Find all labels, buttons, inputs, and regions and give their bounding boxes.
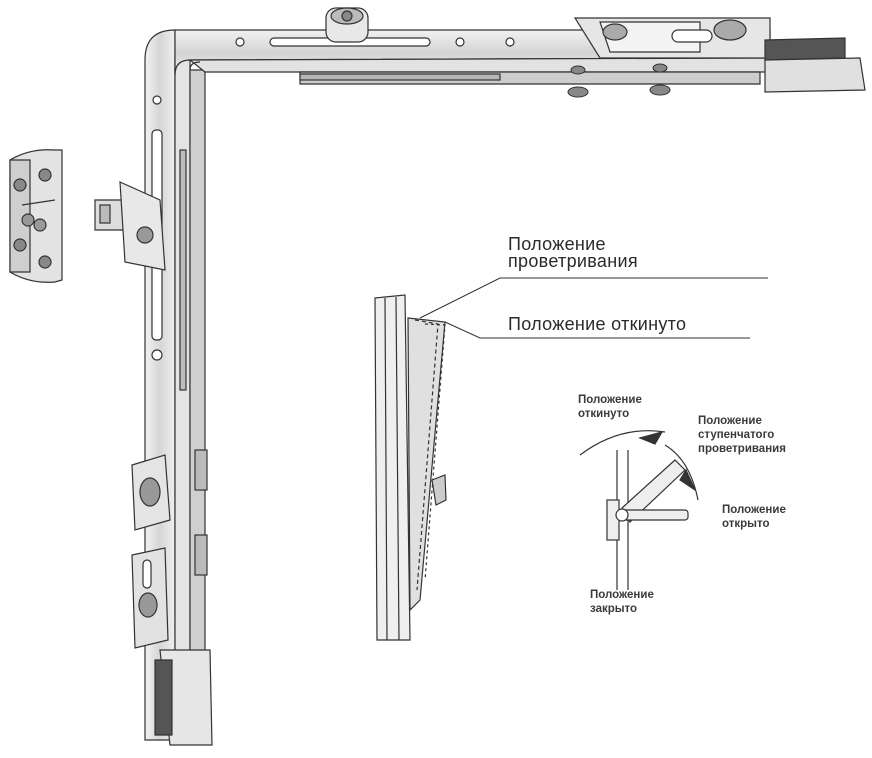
tilt-position-label: Положение откинуто (508, 314, 687, 334)
small-open-label: Положение открыто (722, 503, 786, 531)
leader-lines (419, 277, 768, 339)
small-tilt-line-2: откинуто (578, 408, 630, 420)
bolts (567, 63, 671, 98)
small-tilt-label: Положение откинуто (578, 393, 642, 421)
mid-keeper (94, 181, 166, 271)
small-step-vent-line-3: проветривания (698, 443, 786, 455)
sash-profile (374, 294, 447, 641)
handle-positions-diagram (579, 430, 699, 590)
small-step-vent-line-1: Положение (698, 415, 762, 427)
lower-locking-parts (131, 449, 208, 649)
corner-fitting (144, 29, 771, 742)
small-step-vent-line-2: ступенчатого (698, 429, 775, 441)
small-closed-line-1: Положение (590, 589, 654, 601)
bottom-end-block (154, 649, 213, 746)
small-tilt-line-1: Положение (578, 394, 642, 406)
small-closed-line-2: закрыто (590, 603, 638, 615)
small-open-line-2: открыто (722, 518, 770, 530)
ventilation-line-1: Положение (508, 234, 606, 254)
ventilation-line-2: проветривания (508, 251, 638, 271)
espagnolette-knob (325, 7, 369, 43)
top-hinge-block (573, 17, 866, 93)
small-step-vent-label: Положение ступенчатого проветривания (698, 414, 786, 456)
small-closed-label: Положение закрыто (590, 588, 654, 616)
striker-plate (9, 149, 63, 283)
ventilation-position-label: Положение проветривания (508, 234, 638, 271)
small-open-line-1: Положение (722, 504, 786, 516)
